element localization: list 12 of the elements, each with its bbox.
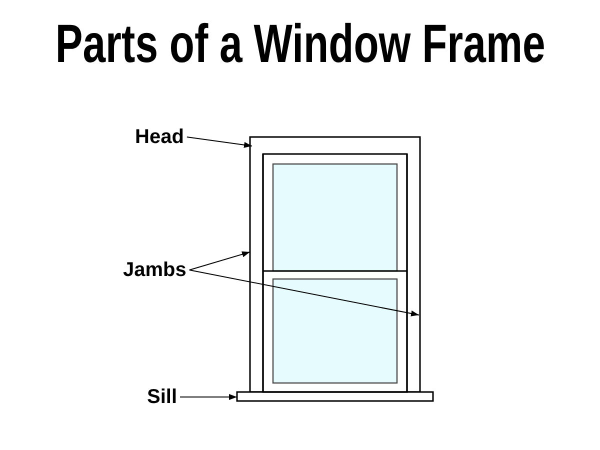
- leader-line: [186, 136, 252, 148]
- title: Parts of a Window Frame: [55, 14, 545, 74]
- window-jamb: [406, 153, 421, 393]
- leader-line: [188, 251, 250, 270]
- part-label: Sill: [147, 386, 178, 408]
- leader-line: [180, 394, 238, 400]
- part-label: Head: [135, 126, 184, 148]
- window-jamb: [249, 153, 264, 393]
- part-label: Jambs: [123, 259, 186, 281]
- leader-line: [188, 270, 420, 316]
- window-head: [249, 136, 421, 155]
- window-sill: [236, 391, 434, 402]
